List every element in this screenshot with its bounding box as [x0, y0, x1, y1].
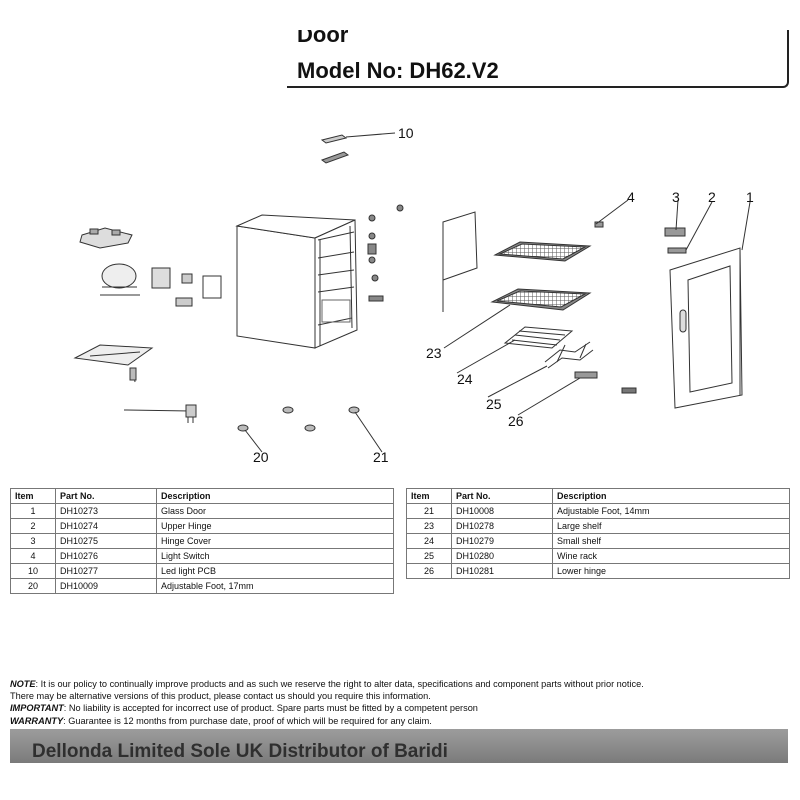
led-light-pcb [320, 132, 396, 164]
col-description: Description [552, 488, 790, 504]
desc-cell: Light Switch [156, 548, 394, 564]
callout-25: 25 [486, 396, 502, 412]
small-shelf [503, 326, 574, 349]
important-text: : No liability is accepted for incorrect… [63, 703, 478, 714]
important-line: IMPORTANT: No liability is accepted for … [10, 702, 790, 714]
cabinet-body [235, 214, 358, 349]
model-number: Model No: DH62.V2 [297, 58, 499, 83]
side-screws [367, 204, 404, 302]
part-cell: DH10008 [451, 503, 553, 519]
part-cell: DH10274 [55, 518, 157, 534]
part-cell: DH10277 [55, 563, 157, 579]
part-cell: DH10275 [55, 533, 157, 549]
part-cell: DH10280 [451, 548, 553, 564]
note-line-2: There may be alternative versions of thi… [10, 691, 431, 702]
leader-lines [244, 199, 751, 453]
item-cell: 1 [10, 503, 56, 519]
large-shelf-top [493, 241, 592, 262]
item-cell: 25 [406, 548, 452, 564]
warranty-text: : Guarantee is 12 months from purchase d… [63, 715, 432, 726]
callout-3: 3 [672, 189, 680, 205]
desc-cell: Upper Hinge [156, 518, 394, 534]
part-cell: DH10273 [55, 503, 157, 519]
item-cell: 21 [406, 503, 452, 519]
footer-distributor: Dellonda Limited Sole UK Distributor of … [32, 741, 448, 762]
part-cell: DH10009 [55, 578, 157, 594]
item-cell: 23 [406, 518, 452, 534]
desc-cell: Large shelf [552, 518, 790, 534]
callout-4: 4 [627, 189, 635, 205]
desc-cell: Lower hinge [552, 563, 790, 579]
desc-cell: Adjustable Foot, 14mm [552, 503, 790, 519]
footer-band: Dellonda Limited Sole UK Distributor of … [10, 729, 788, 763]
item-cell: 20 [10, 578, 56, 594]
exploded-diagram: 10 4 3 2 1 23 24 25 26 20 21 [73, 125, 754, 465]
callout-21: 21 [373, 449, 389, 465]
callout-1: 1 [746, 189, 754, 205]
rear-panel [442, 211, 478, 312]
callout-23: 23 [426, 345, 442, 361]
col-part-no: Part No. [55, 488, 157, 504]
item-cell: 26 [406, 563, 452, 579]
item-cell: 24 [406, 533, 452, 549]
col-item: Item [406, 488, 452, 504]
callout-24: 24 [457, 371, 473, 387]
note-line: NOTE: It is our policy to continually im… [10, 678, 790, 690]
callout-20: 20 [253, 449, 269, 465]
desc-cell: Wine rack [552, 548, 790, 564]
part-cell: DH10279 [451, 533, 553, 549]
col-part-no: Part No. [451, 488, 553, 504]
part-cell: DH10278 [451, 518, 553, 534]
col-item: Item [10, 488, 56, 504]
glass-door [669, 247, 743, 409]
large-shelf [490, 288, 592, 311]
callout-10: 10 [398, 125, 414, 141]
note-text: : It is our policy to continually improv… [35, 679, 644, 689]
part-cell: DH10281 [451, 563, 553, 579]
model-title-box: Door Model No: DH62.V2 [287, 30, 789, 88]
callout-26: 26 [508, 413, 524, 429]
desc-cell: Glass Door [156, 503, 394, 519]
note-label: NOTE [10, 679, 36, 689]
important-label: IMPORTANT [10, 703, 64, 714]
legal-notes: NOTE: It is our policy to continually im… [10, 678, 790, 727]
item-cell: 3 [10, 533, 56, 549]
callout-2: 2 [708, 189, 716, 205]
adjustable-feet [237, 406, 360, 432]
item-cell: 2 [10, 518, 56, 534]
part-cell: DH10276 [55, 548, 157, 564]
power-cord [123, 404, 197, 423]
upper-hinge-parts [594, 221, 687, 254]
warranty-label: WARRANTY [10, 715, 64, 726]
desc-cell: Small shelf [552, 533, 790, 549]
compressor-assembly [73, 227, 222, 383]
item-cell: 4 [10, 548, 56, 564]
item-cell: 10 [10, 563, 56, 579]
desc-cell: Hinge Cover [156, 533, 394, 549]
title-door: Door [297, 30, 349, 47]
wine-rack [544, 341, 594, 369]
desc-cell: Led light PCB [156, 563, 394, 579]
warranty-line: WARRANTY: Guarantee is 12 months from pu… [10, 715, 790, 727]
desc-cell: Adjustable Foot, 17mm [156, 578, 394, 594]
col-description: Description [156, 488, 394, 504]
lower-hinge [574, 371, 637, 394]
